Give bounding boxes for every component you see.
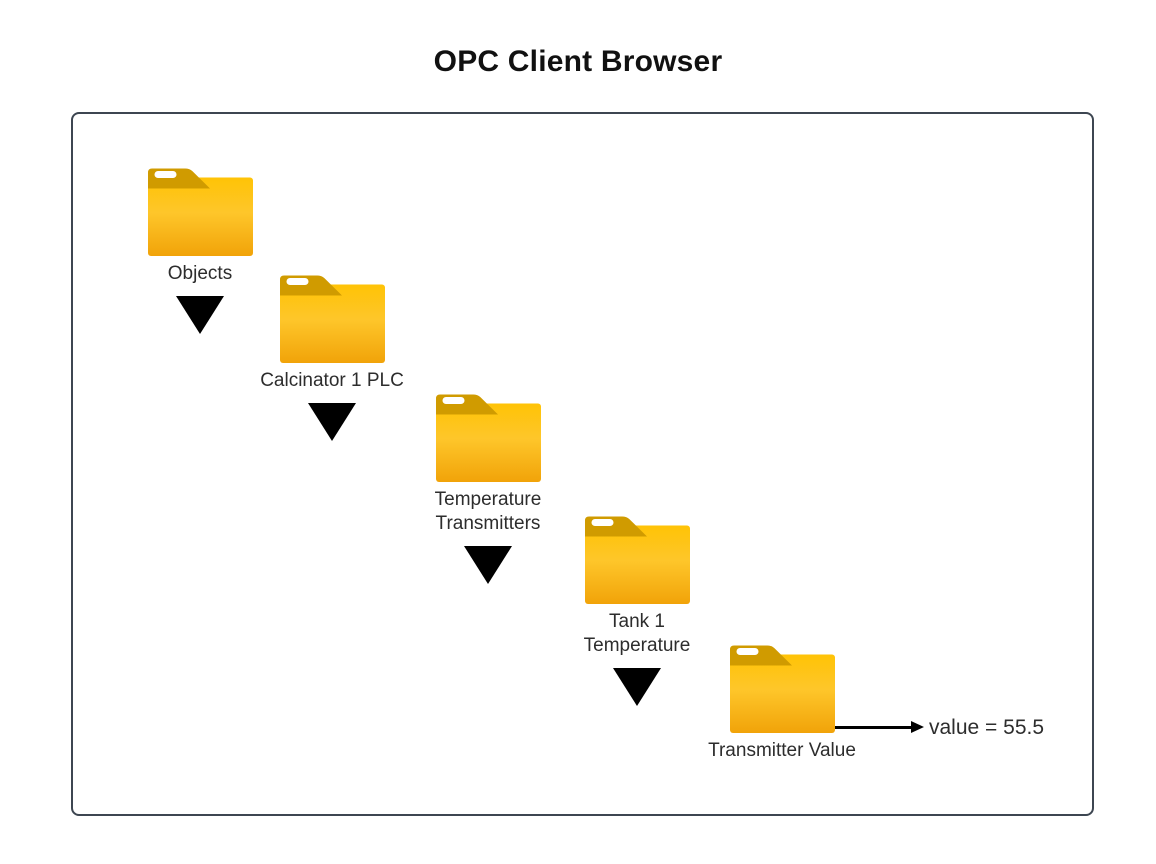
node-label: Transmitter Value	[708, 740, 856, 761]
expand-triangle-icon[interactable]	[176, 295, 224, 334]
opc-browser-panel: Objects Calcinator 1 PLC Temperature Tra…	[71, 112, 1094, 816]
folder-icon[interactable]	[435, 394, 541, 482]
folder-icon[interactable]	[147, 168, 253, 256]
node-label: Objects	[167, 263, 233, 284]
expand-triangle-icon[interactable]	[308, 402, 356, 441]
node-label: Tank 1 Temperature	[583, 611, 691, 656]
node-label: Temperature Transmitters	[434, 489, 542, 534]
expand-triangle-icon[interactable]	[464, 545, 512, 584]
tree-node-calcinator-1-plc: Calcinator 1 PLC	[247, 275, 417, 441]
tree-node-temperature-transmitters: Temperature Transmitters	[403, 394, 573, 584]
tree-node-tank-1-temperature: Tank 1 Temperature	[552, 516, 722, 706]
page-title: OPC Client Browser	[433, 45, 723, 78]
arrow-right-icon	[835, 726, 911, 729]
expand-triangle-icon[interactable]	[613, 667, 661, 706]
folder-icon[interactable]	[729, 645, 835, 733]
tree-node-objects: Objects	[115, 168, 285, 334]
node-label: Calcinator 1 PLC	[260, 370, 404, 391]
tag-value-text: value = 55.5	[929, 716, 1045, 739]
folder-icon[interactable]	[279, 275, 385, 363]
tree-node-transmitter-value: Transmitter Value	[697, 645, 867, 763]
arrow-right-head-icon	[911, 721, 924, 733]
folder-icon[interactable]	[584, 516, 690, 604]
